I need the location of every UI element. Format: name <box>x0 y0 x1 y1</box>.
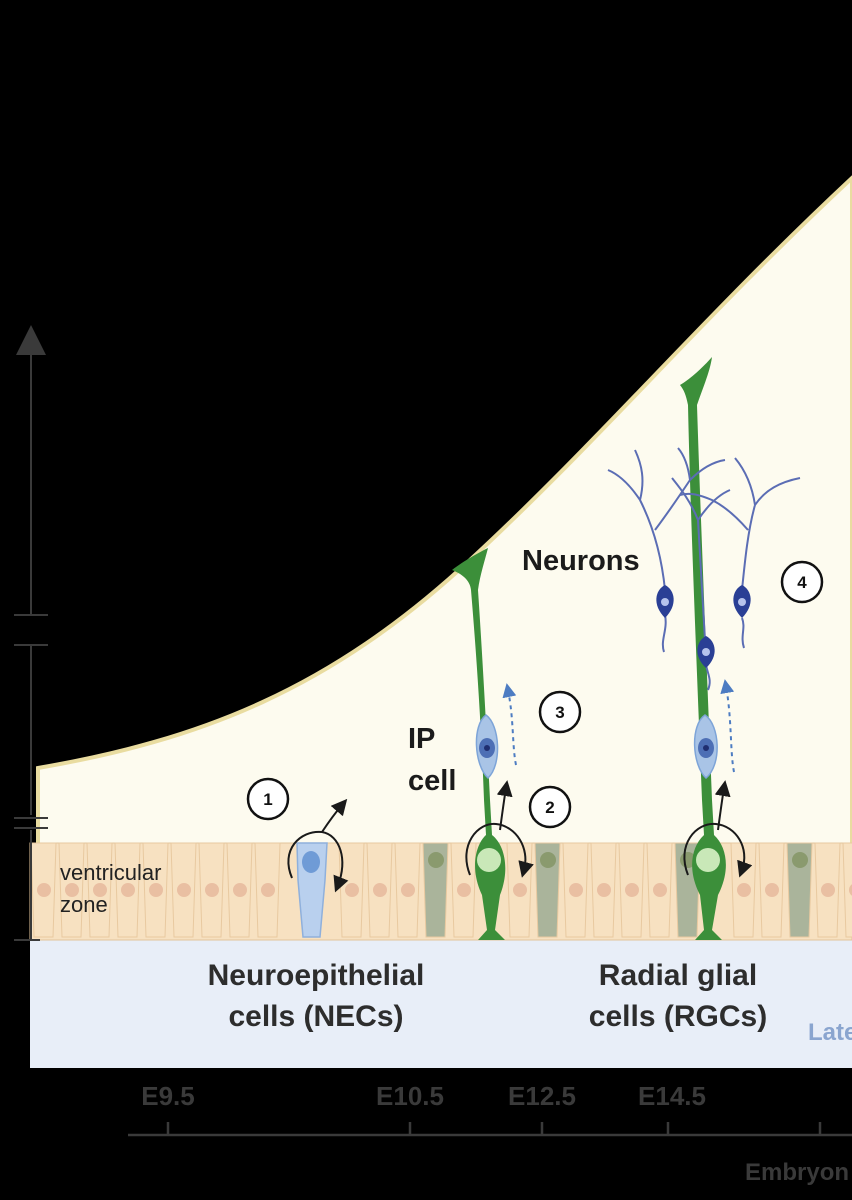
rgc-label-line2: cells (RGCs) <box>589 1000 767 1033</box>
vz-cell-nucleus <box>373 883 387 897</box>
faded-radial-glial-cell <box>786 842 813 938</box>
vz-cell-nucleus <box>149 883 163 897</box>
svg-text:2: 2 <box>545 798 554 817</box>
step-marker-4: 4 <box>780 560 824 604</box>
svg-text:3: 3 <box>555 703 564 722</box>
later-label: Late <box>808 1019 852 1046</box>
tick-label-e9-5: E9.5 <box>141 1081 195 1111</box>
vz-cell-nucleus <box>765 883 779 897</box>
cortex-thickness-area <box>36 175 852 847</box>
vz-cell-nucleus <box>457 883 471 897</box>
tick-label-e12-5: E12.5 <box>508 1081 576 1111</box>
vz-cell-nucleus <box>233 883 247 897</box>
step-marker-3: 3 <box>538 690 582 734</box>
radial-glial-cell-1 <box>452 548 506 940</box>
neurons-group <box>607 447 801 691</box>
timeline-axis <box>128 1122 852 1137</box>
neuron-somas <box>656 585 751 668</box>
vz-cell-nucleus <box>653 883 667 897</box>
vz-cell-nucleus <box>65 883 79 897</box>
vz-cell-nucleus <box>205 883 219 897</box>
vz-cell-nucleus <box>737 883 751 897</box>
rgc1-division-arrow <box>465 822 534 878</box>
rgc1-up-arrow <box>496 780 513 831</box>
vz-cell-nucleus <box>261 883 275 897</box>
y-axis-arrowhead <box>16 325 46 355</box>
svg-text:4: 4 <box>797 573 807 592</box>
ip-cell-2 <box>693 714 718 779</box>
y-axis <box>14 350 48 941</box>
vz-cell-nucleus <box>513 883 527 897</box>
lower-band <box>30 940 852 1068</box>
vz-cell-nucleus <box>569 883 583 897</box>
vz-cell-nucleus <box>401 883 415 897</box>
ip-cell <box>475 714 499 780</box>
vz-cell-nucleus <box>792 852 808 868</box>
vz-cell-nucleus <box>821 883 835 897</box>
tick-label-e14-5: E14.5 <box>638 1081 706 1111</box>
vz-cell-nucleus <box>597 883 611 897</box>
svg-text:1: 1 <box>263 790 272 809</box>
ventricular-label: ventricular <box>60 860 161 885</box>
faded-radial-glial-cell <box>422 842 449 938</box>
vz-cell-nucleus <box>540 852 556 868</box>
vz-cell-nucleus <box>37 883 51 897</box>
tick-label-e10-5: E10.5 <box>376 1081 444 1111</box>
neuroepithelial-cell <box>296 842 328 938</box>
zone-label: zone <box>60 892 108 917</box>
timeline-axis-title: Embryon <box>745 1159 849 1186</box>
ip-label-line2: cell <box>408 765 456 797</box>
vz-cell-nucleus <box>849 884 852 896</box>
nec-out-arrow <box>321 798 348 833</box>
vz-cell-nucleus <box>121 883 135 897</box>
vz-cell-nucleus <box>93 883 107 897</box>
faded-radial-glial-cell <box>534 842 561 938</box>
vz-cell-nucleus <box>177 883 191 897</box>
ip-migration-arrow <box>502 683 517 766</box>
rgc-label-line1: Radial glial <box>599 959 757 992</box>
nec-label-line1: Neuroepithelial <box>208 959 425 992</box>
nec-label-line2: cells (NECs) <box>228 1000 403 1033</box>
neurons-label: Neurons <box>522 545 640 577</box>
step-marker-1: 1 <box>246 777 290 821</box>
vz-cell-nucleus <box>428 852 444 868</box>
ip-label-line1: IP <box>408 723 435 755</box>
step-marker-2: 2 <box>528 785 572 829</box>
rgc2-up-arrow <box>714 780 731 831</box>
vz-cell-nucleus <box>625 883 639 897</box>
vz-cell <box>842 842 852 938</box>
vz-cell-nucleus <box>345 883 359 897</box>
rgc2-division-arrow <box>683 822 753 878</box>
